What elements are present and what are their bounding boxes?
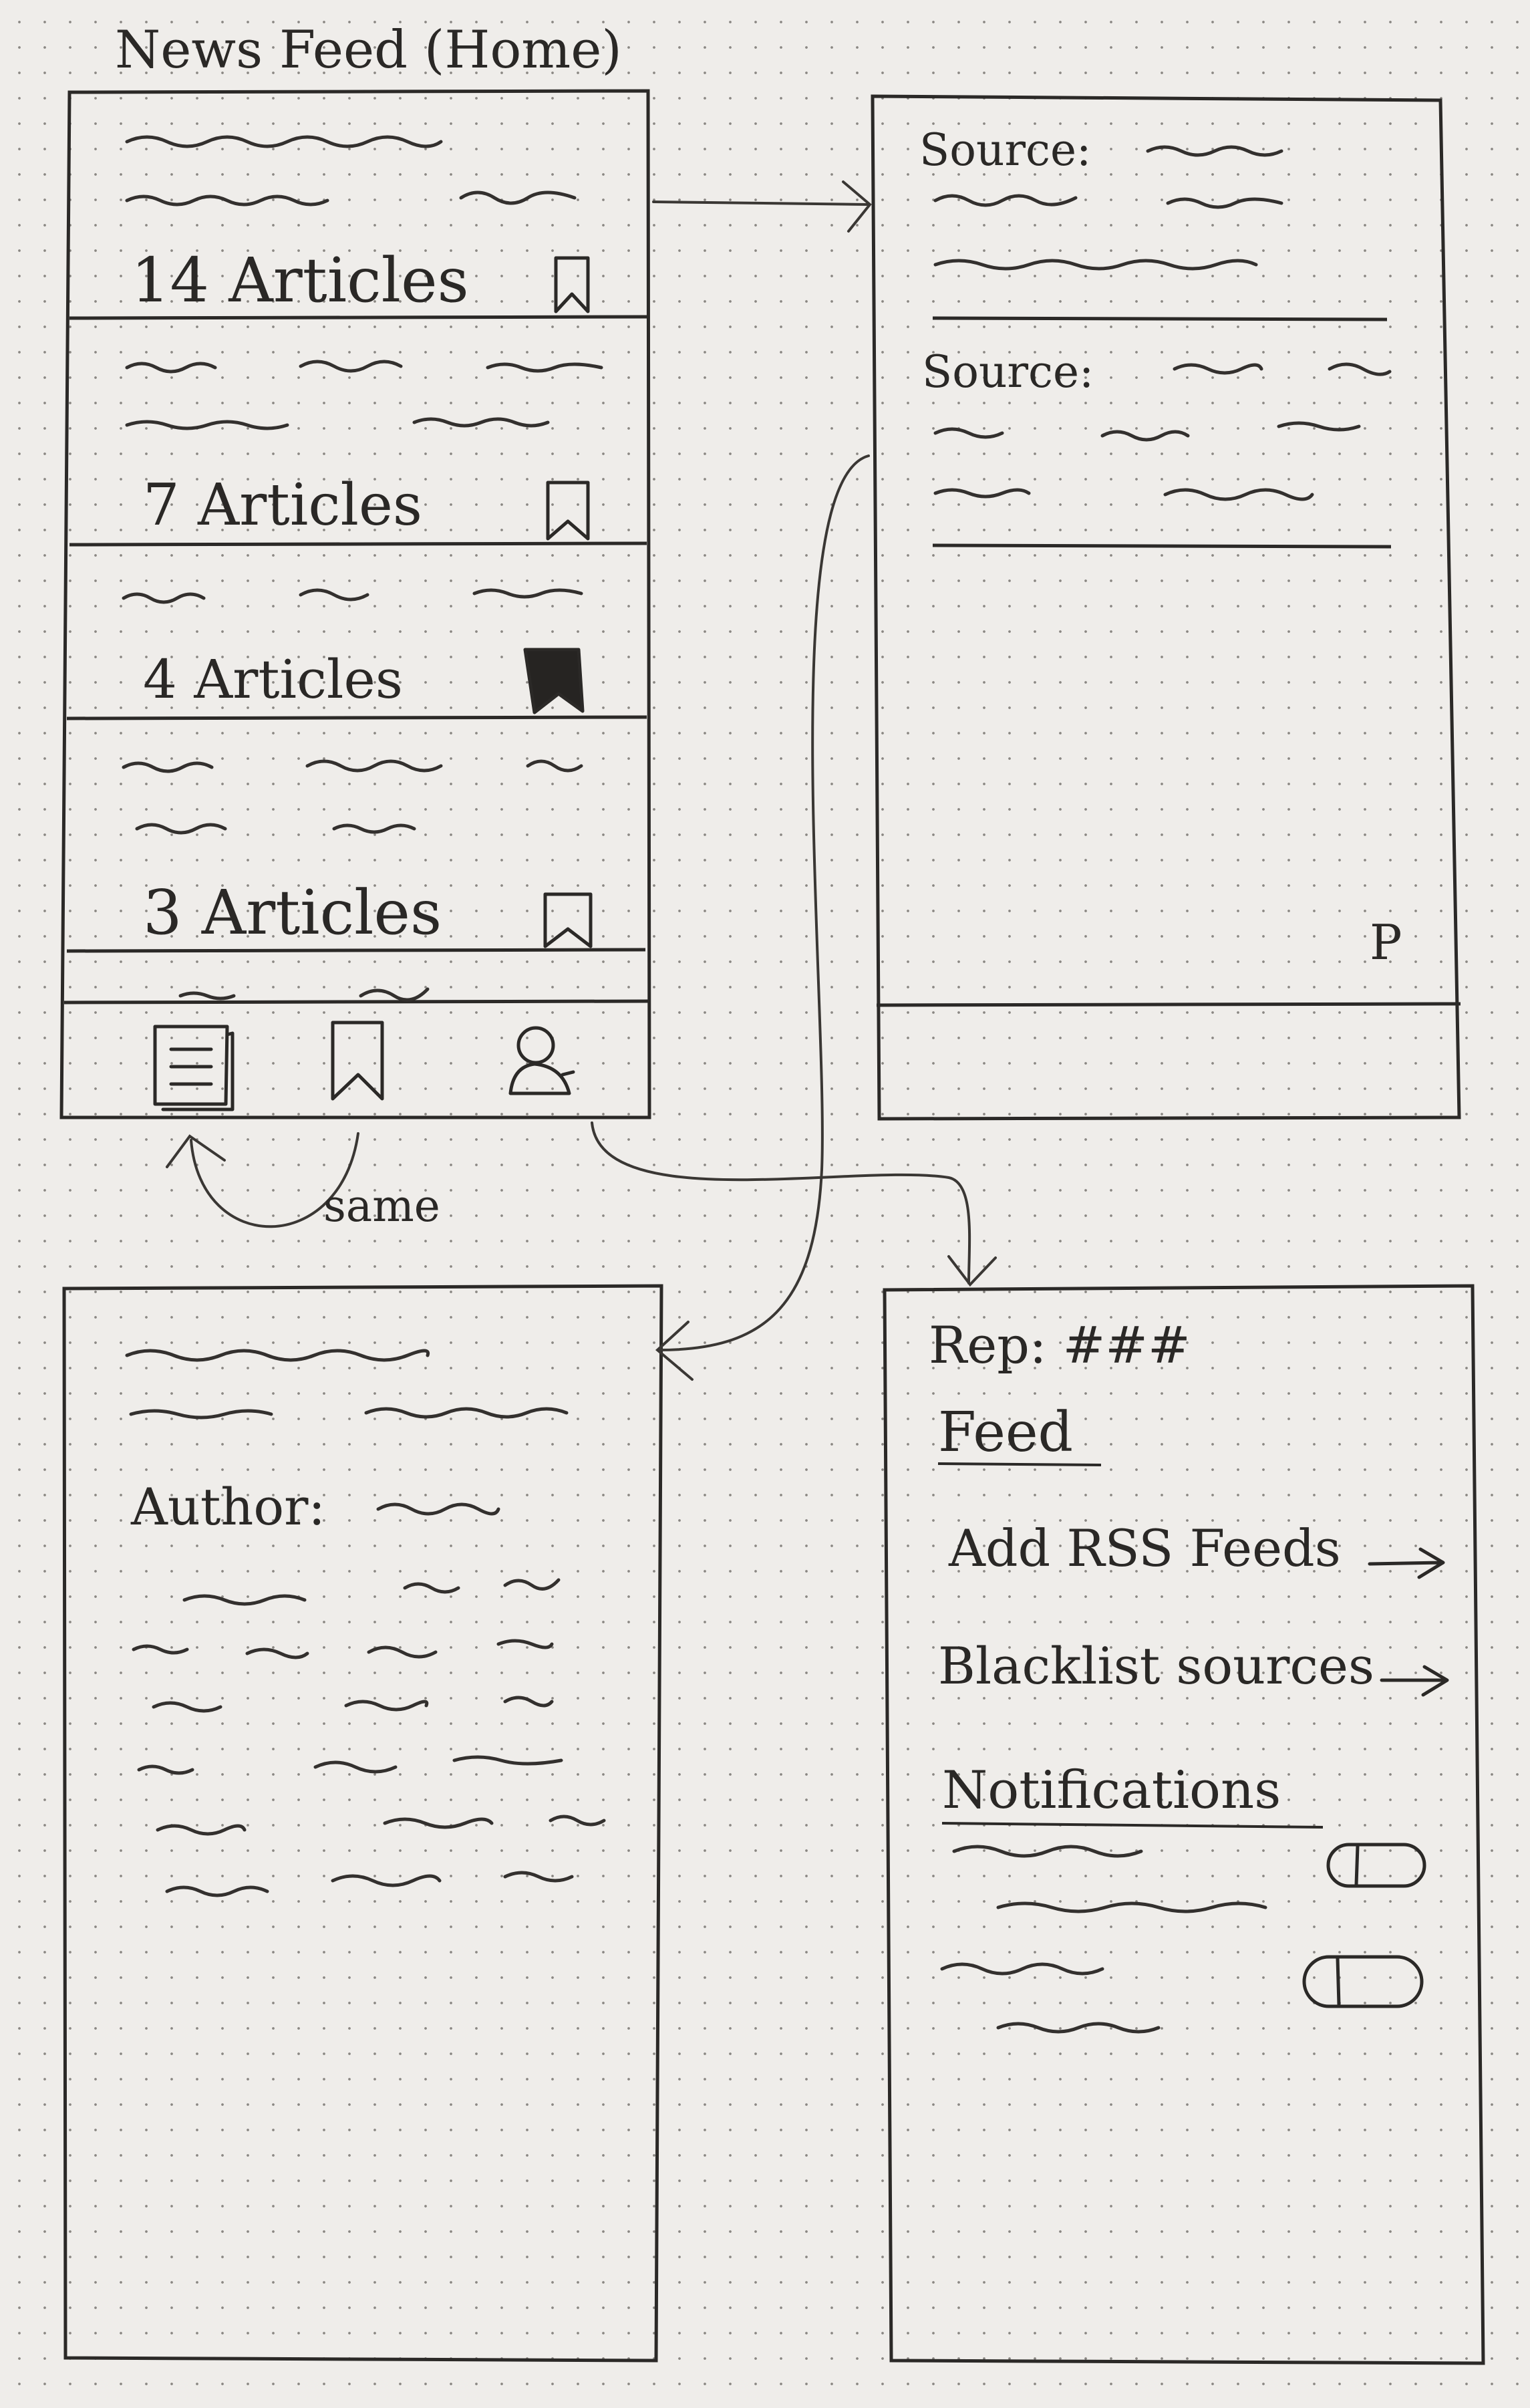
bookmark-icon[interactable] <box>554 256 590 313</box>
flow-arrows <box>166 180 997 1381</box>
article-screen-frame <box>62 1284 663 2363</box>
bookmark-icon[interactable] <box>543 892 593 948</box>
sources-screen-frame <box>871 94 1461 1121</box>
home-to-sources-arrow <box>652 180 872 233</box>
group-count-label: 3 Articles <box>143 877 442 948</box>
group-bookmark-icons <box>523 256 593 948</box>
source-squiggles <box>933 145 1392 501</box>
home-to-settings-arrow <box>591 1121 997 1287</box>
add-rss-feeds-item[interactable]: Add RSS Feeds <box>949 1518 1341 1578</box>
notification-toggle-1[interactable] <box>1326 1843 1426 1888</box>
notification-toggle-2[interactable] <box>1302 1955 1424 2008</box>
blacklist-arrow-icon[interactable] <box>1380 1665 1449 1697</box>
same-annotation: same <box>323 1180 440 1232</box>
settings-feed-heading: Feed <box>938 1401 1073 1464</box>
sources-corner-label: P <box>1370 914 1402 970</box>
bookmark-filled-icon[interactable] <box>523 648 585 714</box>
home-title: News Feed (Home) <box>115 20 622 80</box>
home-tab-bar <box>153 1021 575 1111</box>
settings-notifications-heading: Notifications <box>942 1760 1281 1821</box>
notification-toggles <box>1302 1843 1426 2008</box>
feed-icon[interactable] <box>153 1025 235 1111</box>
bookmark-icon[interactable] <box>546 481 590 541</box>
group-count-label: 4 Articles <box>143 648 403 710</box>
article-text-squiggles <box>125 1349 606 1897</box>
blacklist-sources-item[interactable]: Blacklist sources <box>938 1636 1374 1696</box>
group-count-label: 7 Articles <box>143 472 423 539</box>
settings-rep-label: Rep: ### <box>929 1315 1191 1375</box>
profile-icon[interactable] <box>508 1026 575 1095</box>
article-author-label: Author: <box>131 1477 326 1536</box>
settings-screen-frame <box>883 1284 1485 2365</box>
sources-to-article-arrow <box>655 454 870 1381</box>
settings-squiggles <box>940 1845 1267 2034</box>
settings-arrows <box>1368 1547 1449 1697</box>
same-loop-arrow <box>166 1132 359 1228</box>
home-screen-frame <box>59 89 651 1119</box>
bookmark-icon[interactable] <box>331 1021 384 1101</box>
source-label: Source: <box>919 124 1092 176</box>
source-label: Source: <box>922 346 1094 398</box>
add-rss-arrow-icon[interactable] <box>1368 1547 1445 1579</box>
home-headline-squiggles <box>122 135 603 1002</box>
group-count-label: 14 Articles <box>131 245 469 316</box>
